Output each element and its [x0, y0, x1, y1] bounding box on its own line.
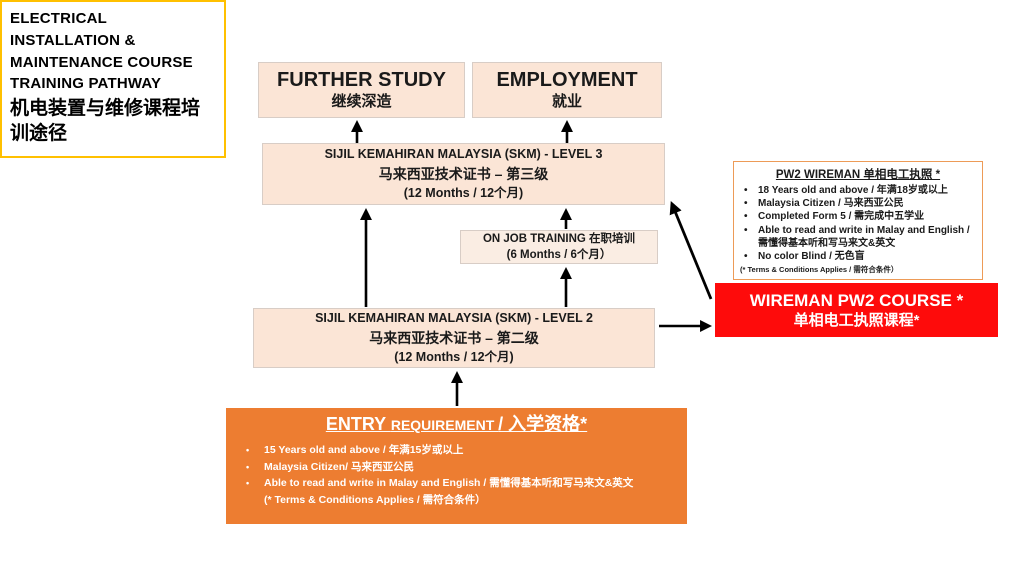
employment-label: EMPLOYMENT — [496, 69, 638, 92]
on-job-training-name: ON JOB TRAINING 在职培训 — [482, 232, 636, 245]
further-study-label: FURTHER STUDY — [277, 69, 446, 92]
employment-box: EMPLOYMENT 就业 — [472, 62, 662, 118]
on-job-training-duration: (6 Months / 6个月） — [506, 249, 612, 261]
wireman-pw2-course-label: WIREMAN PW2 COURSE * — [749, 290, 964, 310]
entry-title-part2: REQUIREMENT — [390, 417, 499, 433]
further-study-label-zh: 继续深造 — [331, 93, 392, 111]
pw2-terms-note: (* Terms & Conditions Applies / 需符合条件） — [740, 265, 899, 275]
wireman-pw2-course-label-zh: 单相电工执照课程* — [793, 311, 920, 329]
pw2-requirements-box: PW2 WIREMAN 单相电工执照 * 18 Years old and ab… — [733, 161, 983, 280]
pw2-requirements-list: 18 Years old and above / 年满18岁或以上 Malays… — [740, 184, 976, 263]
skm-level2-name: SIJIL KEMAHIRAN MALAYSIA (SKM) - LEVEL 2 — [315, 311, 593, 326]
pathway-title-en: ELECTRICAL INSTALLATION & MAINTENANCE CO… — [10, 10, 193, 93]
pathway-title-zh: 机电装置与维修课程培训途径 — [10, 98, 201, 144]
on-job-training-box: ON JOB TRAINING 在职培训 (6 Months / 6个月） — [460, 230, 658, 264]
pw2-requirement-item: Able to read and write in Malay and Engl… — [740, 224, 976, 250]
entry-requirement-box: ENTRY REQUIREMENT / 入学资格* 15 Years old a… — [226, 408, 687, 524]
skm-level3-box: SIJIL KEMAHIRAN MALAYSIA (SKM) - LEVEL 3… — [262, 143, 665, 205]
entry-title-part1: ENTRY — [325, 414, 391, 434]
entry-requirement-item: 15 Years old and above / 年满15岁或以上 — [236, 442, 677, 459]
pw2-requirement-item: No color Blind / 无色盲 — [740, 250, 976, 263]
skm-level2-name-zh: 马来西亚技术证书 – 第二级 — [369, 329, 539, 346]
entry-requirement-title: ENTRY REQUIREMENT / 入学资格* — [236, 414, 677, 435]
arrow-wireman-course-to-skm3 — [669, 201, 713, 300]
pw2-requirement-item: Malaysia Citizen / 马来西亚公民 — [740, 197, 976, 210]
entry-requirement-item: Able to read and write in Malay and Engl… — [236, 475, 677, 492]
skm-level2-box: SIJIL KEMAHIRAN MALAYSIA (SKM) - LEVEL 2… — [253, 308, 655, 368]
entry-terms-note: (* Terms & Conditions Applies / 需符合条件） — [264, 494, 486, 507]
skm-level3-name: SIJIL KEMAHIRAN MALAYSIA (SKM) - LEVEL 3 — [324, 147, 603, 162]
further-study-box: FURTHER STUDY 继续深造 — [258, 62, 465, 118]
wireman-pw2-course-box: WIREMAN PW2 COURSE * 单相电工执照课程* — [715, 283, 998, 337]
skm-level3-name-zh: 马来西亚技术证书 – 第三级 — [378, 165, 549, 182]
entry-requirement-item: Malaysia Citizen/ 马来西亚公民 — [236, 459, 677, 476]
pw2-requirement-item: 18 Years old and above / 年满18岁或以上 — [740, 184, 976, 197]
skm-level2-duration: (12 Months / 12个月) — [394, 350, 514, 365]
entry-title-part3: / 入学资格* — [498, 414, 588, 434]
entry-requirement-list: 15 Years old and above / 年满15岁或以上 Malays… — [236, 442, 677, 492]
employment-label-zh: 就业 — [551, 93, 582, 111]
skm-level3-duration: (12 Months / 12个月) — [403, 186, 524, 201]
pw2-requirements-title: PW2 WIREMAN 单相电工执照 * — [775, 169, 941, 181]
pw2-requirement-item: Completed Form 5 / 需完成中五学业 — [740, 210, 976, 223]
pathway-title-box: ELECTRICAL INSTALLATION & MAINTENANCE CO… — [0, 0, 226, 158]
